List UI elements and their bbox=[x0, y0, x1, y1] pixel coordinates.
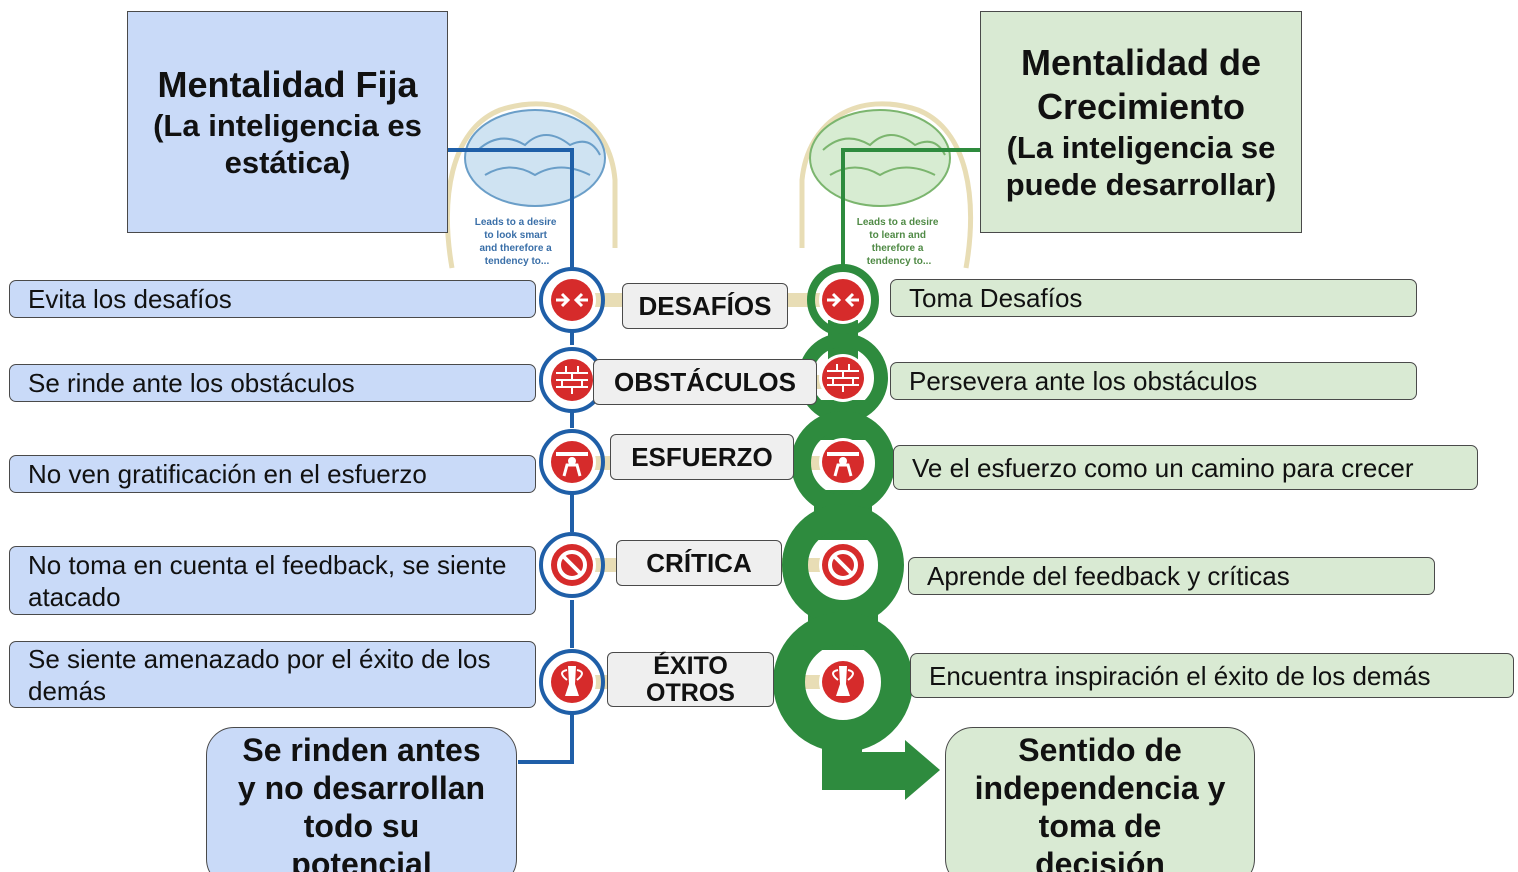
growth-path-line bbox=[841, 148, 980, 270]
growth-outcome-box: Sentido de independencia y toma de decis… bbox=[945, 727, 1255, 872]
fixed-row-3: No ven gratificación en el esfuerzo bbox=[9, 455, 536, 493]
growth-outcome-text: Sentido de independencia y toma de decis… bbox=[974, 732, 1226, 872]
fixed-outcome-text: Se rinden antes y no desarrollan todo su… bbox=[237, 732, 486, 872]
growth-arrows-inward-icon bbox=[819, 276, 867, 324]
fixed-icons bbox=[548, 276, 596, 706]
growth-brain-icon bbox=[809, 109, 951, 207]
fixed-brain-icon bbox=[464, 109, 606, 207]
fixed-outcome-box: Se rinden antes y no desarrollan todo su… bbox=[206, 727, 517, 872]
category-esfuerzo: ESFUERZO bbox=[610, 434, 794, 480]
category-obstaculos: OBSTÁCULOS bbox=[593, 359, 817, 405]
growth-brain-caption: Leads to a desire to learn and therefore… bbox=[857, 217, 941, 267]
growth-subtitle: (La inteligencia se puede desarrollar) bbox=[1005, 130, 1277, 202]
fixed-arrows-inward-icon bbox=[548, 276, 596, 324]
fixed-brain-caption: Leads to a desire to look smart and ther… bbox=[475, 217, 559, 267]
fixed-path-line bbox=[448, 148, 574, 764]
fixed-trophy-icon bbox=[548, 658, 596, 706]
growth-row-5: Encuentra inspiración el éxito de los de… bbox=[910, 653, 1514, 698]
fixed-row-1: Evita los desafíos bbox=[9, 280, 536, 318]
growth-brick-wall-icon bbox=[819, 354, 867, 402]
growth-title: Mentalidad de Crecimiento bbox=[1020, 42, 1262, 127]
fixed-brick-wall-icon bbox=[548, 356, 596, 404]
fixed-row-2: Se rinde ante los obstáculos bbox=[9, 364, 536, 402]
fixed-row-4: No toma en cuenta el feedback, se siente… bbox=[9, 546, 536, 615]
growth-prohibited-icon bbox=[819, 541, 867, 589]
growth-icons bbox=[819, 276, 867, 706]
growth-row-3: Ve el esfuerzo como un camino para crece… bbox=[893, 445, 1478, 490]
fixed-subtitle: (La inteligencia es estática) bbox=[153, 108, 422, 180]
category-critica: CRÍTICA bbox=[616, 540, 782, 586]
category-desafios: DESAFÍOS bbox=[622, 283, 788, 329]
fixed-weightlifter-icon bbox=[548, 438, 596, 486]
fixed-prohibited-icon bbox=[548, 541, 596, 589]
fixed-title-box: Mentalidad Fija (La inteligencia es está… bbox=[127, 11, 448, 233]
fixed-row-5: Se siente amenazado por el éxito de los … bbox=[9, 641, 536, 708]
growth-row-2: Persevera ante los obstáculos bbox=[890, 362, 1417, 400]
growth-row-1: Toma Desafíos bbox=[890, 279, 1417, 317]
category-exito-otros: ÉXITO OTROS bbox=[607, 652, 774, 707]
growth-title-box: Mentalidad de Crecimiento (La inteligenc… bbox=[980, 11, 1302, 233]
growth-row-4: Aprende del feedback y críticas bbox=[908, 557, 1435, 595]
growth-weightlifter-icon bbox=[819, 438, 867, 486]
fixed-title: Mentalidad Fija bbox=[157, 64, 418, 105]
growth-trophy-icon bbox=[819, 658, 867, 706]
